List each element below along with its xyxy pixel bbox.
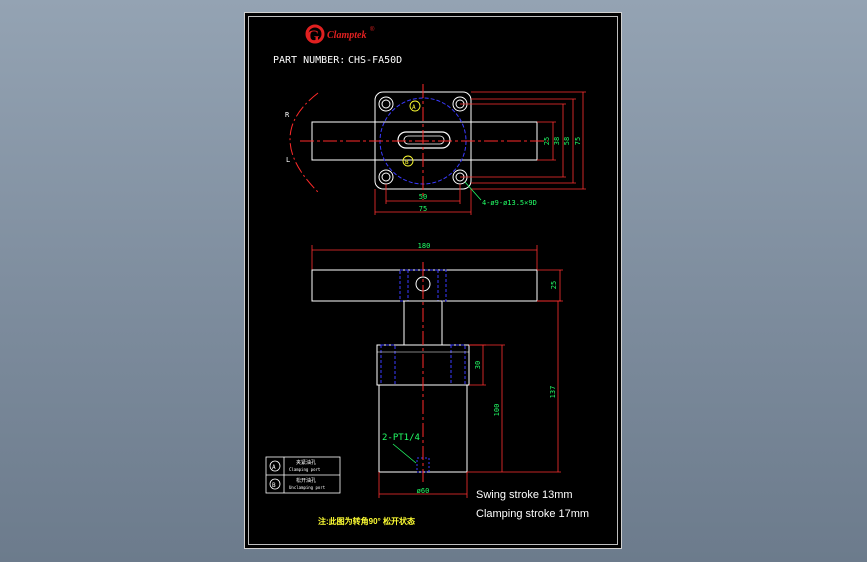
part-number-label: PART NUMBER:	[273, 55, 345, 66]
diameter-dim	[378, 472, 468, 498]
footnote: 注:此图为转角90° 松开状态	[318, 516, 415, 526]
brand-mark: ®	[370, 26, 375, 33]
legend-cn-b: 松开油孔	[296, 477, 316, 484]
arm-length-dim	[311, 245, 538, 270]
swing-arc	[289, 92, 319, 193]
dim-58: 58	[563, 137, 571, 145]
port-leader-line	[392, 443, 417, 464]
dim-50: 50	[419, 193, 427, 201]
dim-180: 180	[418, 242, 431, 250]
legend-en-a: Clamping port	[289, 467, 321, 472]
dim-75-right: 75	[574, 137, 582, 145]
port-marker-b-icon	[402, 155, 414, 167]
dim-75-bottom: 75	[419, 205, 427, 213]
hole-leader-line	[464, 181, 482, 201]
dim-30: 30	[474, 361, 482, 369]
legend-marker-a-icon	[269, 460, 281, 472]
legend-marker-a: A	[272, 464, 276, 471]
overall-dim	[505, 300, 561, 473]
port-callout: 2-PT1/4	[382, 433, 420, 443]
top-center-slot	[397, 131, 451, 149]
dim-25-arm: 25	[550, 281, 558, 289]
port-marker-a-icon	[409, 100, 421, 112]
top-dims-bottom	[374, 184, 472, 215]
brand-logo: G Clamptek ®	[305, 24, 375, 45]
legend-marker-b: B	[272, 482, 276, 489]
clamping-stroke-note: Clamping stroke 17mm	[476, 508, 589, 520]
dim-25: 25	[543, 137, 551, 145]
top-dims-right	[460, 91, 586, 190]
body-dim	[467, 344, 505, 473]
dim-100: 100	[493, 404, 501, 417]
sheet-border	[248, 16, 618, 545]
hole-outer	[378, 96, 394, 112]
port-marker-b-label: B	[405, 159, 409, 166]
front-view: 180 25 30	[311, 242, 563, 498]
swing-side-r: R	[285, 111, 290, 119]
legend-marker-b-icon	[269, 478, 281, 490]
dim-38: 38	[553, 137, 561, 145]
brand-name: Clamptek	[327, 30, 366, 41]
top-view: R L A B	[285, 84, 586, 215]
legend-en-b: Unclamping port	[289, 485, 326, 490]
flange-bolt-hidden	[380, 344, 396, 386]
drawing-sheet	[244, 12, 622, 549]
port-marker-a-label: A	[412, 104, 416, 111]
dim-137: 137	[549, 386, 557, 399]
hole-inner	[381, 172, 391, 182]
dim-diameter: ø60	[417, 487, 430, 495]
hole-inner	[381, 99, 391, 109]
legend-cn-a: 夹紧油孔	[296, 459, 316, 466]
hole-callout: 4-ø9-ø13.5×9D	[482, 199, 537, 207]
swing-stroke-note: Swing stroke 13mm	[476, 489, 573, 501]
swing-side-l: L	[286, 156, 290, 164]
top-center-slot-inner	[403, 135, 445, 145]
front-arm-outline	[311, 269, 538, 302]
part-number-value: CHS-FA50D	[348, 55, 402, 66]
hole-outer	[378, 169, 394, 185]
logo-letter: G	[307, 28, 320, 45]
flange-bolt-hidden	[450, 344, 466, 386]
port-legend: A 夹紧油孔 Clamping port B 松开油孔 Unclamping p…	[265, 456, 341, 494]
logo-ring-icon	[305, 24, 325, 44]
